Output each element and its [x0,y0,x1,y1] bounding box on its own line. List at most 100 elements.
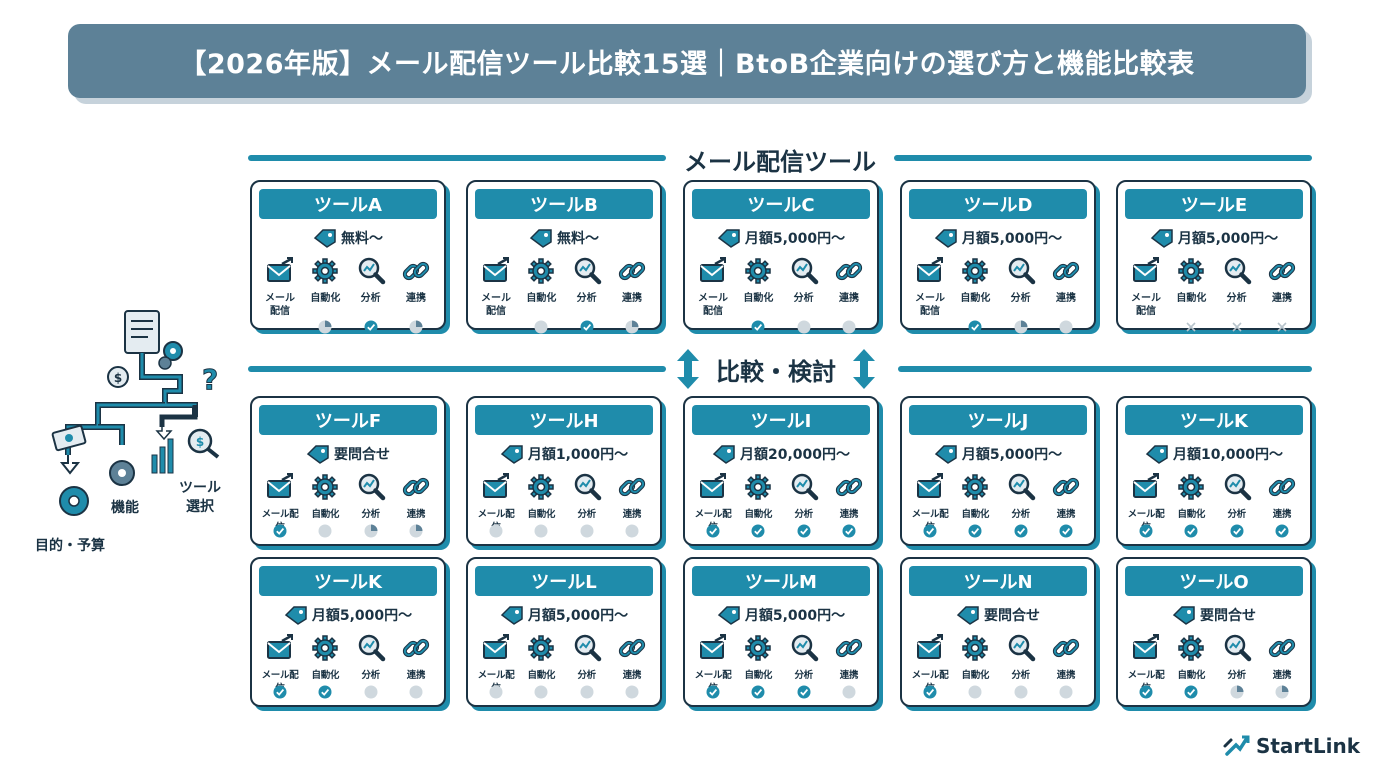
partial-mark-icon [1014,320,1028,334]
feature-mail: メール配信 [258,633,302,699]
feature-label: 自動化 [311,509,340,520]
section-title-tools: メール配信ツール [684,148,876,176]
price-tag-icon [934,229,957,248]
empty-mark-icon [842,685,856,699]
price-tag-icon [956,606,979,625]
mail-icon [481,633,511,667]
feature-gear: 自動化 [1169,633,1213,699]
selection-flow-graphic: $ ? $ 目的・予算 機能 ツール 選択 [30,305,245,565]
feature-magnifier: 分析 [782,633,826,699]
mail-icon [915,472,945,506]
feature-mail: メール配信 [474,633,518,699]
magnifier-icon [1006,256,1036,290]
feature-label: メール配信 [261,509,299,533]
feature-label: メール 配信 [698,293,728,317]
check-mark-icon [923,524,937,538]
brand-logo: StartLink [1222,732,1360,760]
mail-icon [698,633,728,667]
magnifier-icon [1006,472,1036,506]
tool-card[interactable]: ツールN要問合せメール配信自動化分析連携 [900,557,1096,707]
feature-label: 分析 [794,509,813,520]
feature-label: 自動化 [961,509,990,520]
mail-icon [915,256,945,290]
empty-mark-icon [318,524,332,538]
feature-list: メール 配信自動化分析連携 [1124,256,1304,334]
tool-price-label: 月額10,000円〜 [1172,447,1284,463]
tool-name: ツールO [1125,566,1303,596]
check-mark-icon [364,320,378,334]
magnifier-icon [1006,633,1036,667]
gear-icon [1176,256,1206,290]
mail-icon [1131,472,1161,506]
feature-label: 連携 [838,293,859,304]
tool-card[interactable]: ツールF要問合せメール配信自動化分析連携 [250,396,446,546]
feature-link: 連携 [1260,633,1304,699]
price-tag-icon [529,229,552,248]
price-tag-icon [306,445,329,464]
section-divider-right [894,155,1312,161]
tool-price: 無料〜 [468,226,660,250]
tool-price-label: 月額5,000円〜 [311,608,413,624]
feature-gear: 自動化 [1169,256,1213,334]
feature-mail: メール配信 [908,633,952,699]
cross-mark-icon [1232,322,1242,332]
label-function: 機能 [111,500,139,516]
feature-link: 連携 [394,256,438,334]
check-mark-icon [1139,685,1153,699]
check-mark-icon [751,685,765,699]
empty-mark-icon [580,524,594,538]
magnifier-icon [572,256,602,290]
tool-price: 要問合せ [1118,603,1310,627]
check-mark-icon [1184,524,1198,538]
up-down-arrow-icon [677,349,699,389]
mail-icon [265,633,295,667]
tool-card[interactable]: ツールO要問合せメール配信自動化分析連携 [1116,557,1312,707]
magnifier-icon [572,633,602,667]
feature-label: 自動化 [960,293,991,304]
feature-gear: 自動化 [736,633,780,699]
check-mark-icon [1184,685,1198,699]
tool-name: ツールJ [909,405,1087,435]
empty-mark-icon [409,685,423,699]
magnifier-icon [789,472,819,506]
empty-mark-icon [534,320,548,334]
gear-icon [310,633,340,667]
mail-icon [698,256,728,290]
tool-price: 月額10,000円〜 [1118,442,1310,466]
feature-gear: 自動化 [519,256,563,334]
page-title: 【2026年版】メール配信ツール比較15選｜BtoB企業向けの選び方と機能比較表 [179,48,1195,80]
feature-label: 自動化 [743,293,774,304]
magnifier-icon [356,633,386,667]
tool-price: 要問合せ [902,603,1094,627]
magnifier-icon [1222,256,1252,290]
feature-magnifier: 分析 [349,256,393,334]
mail-icon [481,256,511,290]
tool-price-label: 要問合せ [984,608,1040,624]
feature-magnifier: 分析 [782,256,826,334]
link-icon [617,472,647,506]
feature-label: 連携 [621,293,642,304]
gear-icon [743,256,773,290]
empty-mark-icon [842,320,856,334]
section-divider-mid-right [898,366,1312,372]
feature-mail: メール 配信 [908,256,952,334]
check-mark-icon [318,685,332,699]
feature-label: 自動化 [526,293,557,304]
price-tag-icon [500,606,523,625]
link-icon [401,633,431,667]
